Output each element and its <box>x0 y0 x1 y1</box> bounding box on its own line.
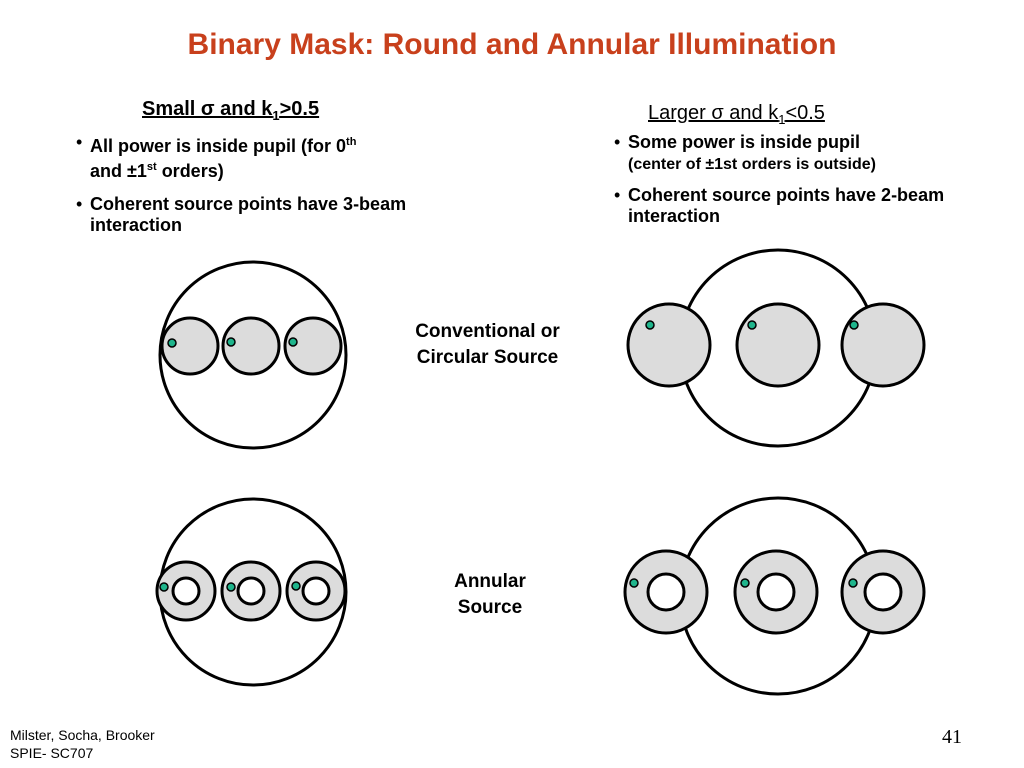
annulus-right-inner <box>863 572 903 612</box>
source-point <box>291 581 301 591</box>
source-point <box>629 578 639 588</box>
pole-center <box>221 316 281 376</box>
source-point <box>159 582 169 592</box>
right-bullets: Some power is inside pupil (center of ±1… <box>614 132 994 227</box>
pole-right <box>840 302 926 388</box>
right-heading-text: Larger σ and k <box>648 102 779 124</box>
pole-left <box>160 316 220 376</box>
left-bullet-1-text: All power is inside pupil (for 0 <box>90 136 347 156</box>
annulus-center-inner <box>756 572 796 612</box>
left-bullet-2-text: Coherent source points have 3-beam inter… <box>90 194 407 235</box>
label-conventional-line1: Conventional or <box>415 321 560 342</box>
pole-right <box>283 316 343 376</box>
left-bullets: All power is inside pupil (for 0th and ±… <box>76 132 456 236</box>
left-heading-text: Small σ and k <box>142 98 273 120</box>
annulus-right-inner <box>301 576 331 606</box>
left-bullet-2: Coherent source points have 3-beam inter… <box>76 194 456 236</box>
right-heading: Larger σ and k1<0.5 <box>648 102 825 127</box>
annulus-center-inner <box>236 576 266 606</box>
figure-small-annular <box>155 497 348 687</box>
source-point <box>288 337 298 347</box>
left-bullet-1-sup1: th <box>346 136 357 148</box>
footer-credit: Milster, Socha, Brooker SPIE- SC707 <box>10 726 155 762</box>
left-bullet-1-text3: orders) <box>156 161 224 181</box>
source-point <box>167 338 177 348</box>
figure-small-conventional <box>158 260 348 450</box>
source-point <box>848 578 858 588</box>
right-bullet-2: Coherent source points have 2-beam inter… <box>614 185 994 227</box>
pole-center <box>735 302 821 388</box>
left-heading: Small σ and k1>0.5 <box>142 98 319 123</box>
source-point <box>645 320 655 330</box>
left-bullet-1-text2: and ±1 <box>90 161 147 181</box>
source-point <box>226 337 236 347</box>
left-bullet-1: All power is inside pupil (for 0th and ±… <box>76 132 456 182</box>
right-bullet-2-text: Coherent source points have 2-beam inter… <box>628 185 945 226</box>
left-heading-sub: 1 <box>272 108 280 123</box>
source-point <box>849 320 859 330</box>
label-annular-line2: Source <box>457 597 523 618</box>
source-point <box>226 582 236 592</box>
right-heading-suffix: <0.5 <box>785 102 825 124</box>
source-point <box>747 320 757 330</box>
label-annular: Annular Source <box>420 569 560 621</box>
source-point <box>740 578 750 588</box>
pupil-circle <box>158 260 348 450</box>
page-number: 41 <box>942 726 962 748</box>
label-conventional-line2: Circular Source <box>416 347 559 368</box>
figure-large-conventional <box>626 248 926 448</box>
footer-course: SPIE- SC707 <box>10 745 94 761</box>
right-heading-sub: 1 <box>778 112 786 127</box>
pole-left <box>626 302 712 388</box>
left-heading-suffix: >0.5 <box>279 98 320 120</box>
right-bullet-1: Some power is inside pupil (center of ±1… <box>614 132 994 175</box>
right-bullet-1-text2: (center of ±1st orders is outside) <box>628 156 876 173</box>
label-conventional: Conventional or Circular Source <box>385 319 590 371</box>
left-bullet-1-sup2: st <box>146 161 157 173</box>
right-bullet-1-text: Some power is inside pupil <box>628 132 861 152</box>
footer-authors: Milster, Socha, Brooker <box>10 727 155 743</box>
label-annular-line1: Annular <box>454 571 526 592</box>
annulus-left-inner <box>646 572 686 612</box>
figure-large-annular <box>623 496 926 696</box>
annulus-left-inner <box>171 576 201 606</box>
slide-title: Binary Mask: Round and Annular Illuminat… <box>187 28 837 61</box>
